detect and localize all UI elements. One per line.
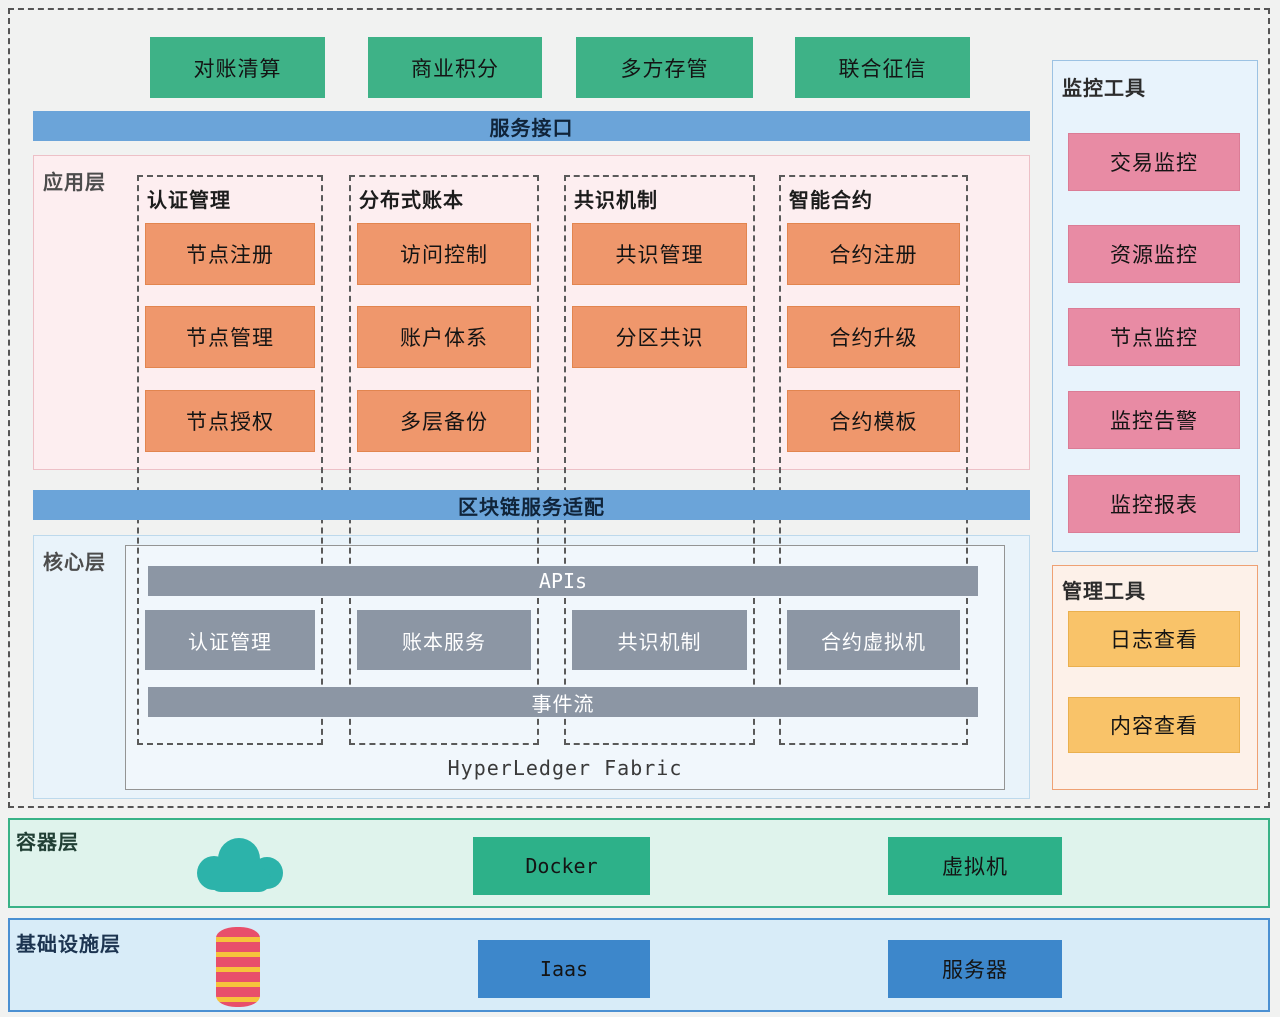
monitoring-title: 监控工具 — [1062, 78, 1146, 100]
core-module-box: 共识机制 — [572, 610, 747, 670]
app-item-box: 合约升级 — [787, 306, 960, 368]
application-layer-label: 应用层 — [43, 172, 106, 194]
app-column-header: 智能合约 — [789, 190, 873, 212]
top-service-box: 多方存管 — [576, 37, 753, 98]
monitoring-item-box: 资源监控 — [1068, 225, 1240, 283]
top-service-box: 联合征信 — [795, 37, 970, 98]
monitoring-item-box: 节点监控 — [1068, 308, 1240, 366]
top-service-box: 对账清算 — [150, 37, 325, 98]
core-module-box: 认证管理 — [145, 610, 315, 670]
core-layer-label: 核心层 — [43, 552, 106, 574]
app-item-box: 合约注册 — [787, 223, 960, 285]
monitoring-item-box: 交易监控 — [1068, 133, 1240, 191]
app-item-box: 访问控制 — [357, 223, 531, 285]
management-item-box: 内容查看 — [1068, 697, 1240, 753]
app-column-header: 分布式账本 — [359, 190, 464, 212]
container-item-box: 虚拟机 — [888, 837, 1062, 895]
core-module-box: 账本服务 — [357, 610, 531, 670]
core-module-box: 合约虚拟机 — [787, 610, 960, 670]
main-dashed-border — [8, 8, 1270, 808]
app-column — [137, 175, 323, 745]
app-column-header: 共识机制 — [574, 190, 658, 212]
infrastructure-layer-label: 基础设施层 — [16, 934, 121, 956]
app-item-box: 节点注册 — [145, 223, 315, 285]
database-icon — [216, 927, 260, 1007]
container-layer-label: 容器层 — [16, 832, 79, 854]
container-item-box: Docker — [473, 837, 650, 895]
app-item-box: 账户体系 — [357, 306, 531, 368]
monitoring-item-box: 监控告警 — [1068, 391, 1240, 449]
infrastructure-item-box: 服务器 — [888, 940, 1062, 998]
app-item-box: 共识管理 — [572, 223, 747, 285]
app-column — [564, 175, 755, 745]
app-column — [349, 175, 539, 745]
monitoring-item-box: 监控报表 — [1068, 475, 1240, 533]
management-title: 管理工具 — [1062, 581, 1146, 603]
app-item-box: 节点管理 — [145, 306, 315, 368]
app-item-box: 合约模板 — [787, 390, 960, 452]
app-column-header: 认证管理 — [147, 190, 231, 212]
app-item-box: 节点授权 — [145, 390, 315, 452]
app-column — [779, 175, 968, 745]
top-service-box: 商业积分 — [368, 37, 542, 98]
app-item-box: 分区共识 — [572, 306, 747, 368]
event-stream-bar: 事件流 — [148, 687, 978, 717]
infrastructure-item-box: Iaas — [478, 940, 650, 998]
service-interface-bar: 服务接口 — [33, 111, 1030, 141]
blockchain-adapter-bar: 区块链服务适配 — [33, 490, 1030, 520]
app-item-box: 多层备份 — [357, 390, 531, 452]
cloud-icon — [183, 832, 293, 896]
platform-name: HyperLedger Fabric — [447, 756, 683, 780]
management-item-box: 日志查看 — [1068, 611, 1240, 667]
apis-bar: APIs — [148, 566, 978, 596]
